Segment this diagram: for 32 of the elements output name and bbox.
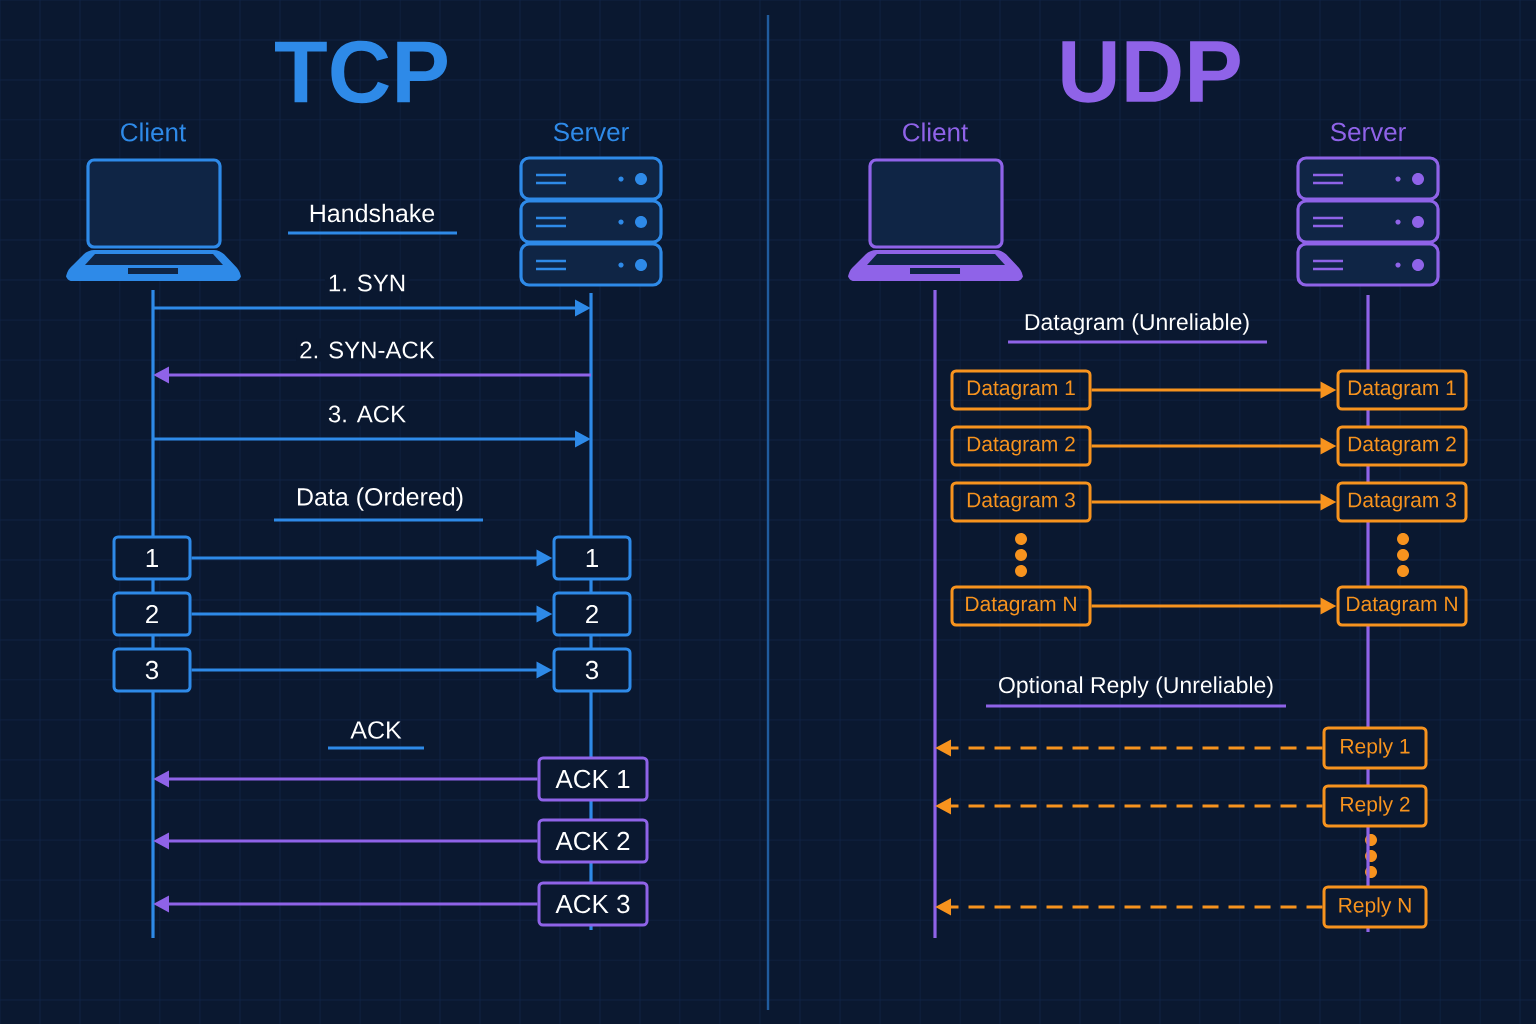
message-box: 3	[112, 647, 192, 693]
message-box: 2	[112, 591, 192, 637]
message-box: ACK 3	[537, 881, 649, 927]
edge-label: 2. SYN-ACK	[296, 338, 438, 362]
section-heading: Optional Reply (Unreliable)	[986, 676, 1286, 708]
section-heading: Data (Ordered)	[274, 487, 483, 522]
message-box: ACK 1	[537, 756, 649, 802]
title: UDP	[1062, 41, 1240, 103]
message-box: 3	[552, 647, 632, 693]
column-heading: Server	[1330, 122, 1406, 142]
message-box: Datagram 2	[1336, 425, 1468, 467]
message-box: 1	[112, 535, 192, 581]
column-heading: Client	[121, 122, 186, 142]
message-box: Reply 2	[1322, 784, 1428, 828]
section-heading: ACK	[328, 721, 424, 750]
message-box: Datagram 1	[1336, 369, 1468, 411]
message-box: Datagram 1	[950, 369, 1092, 411]
message-box: ACK 2	[537, 818, 649, 864]
message-box: Datagram 2	[950, 425, 1092, 467]
message-box: Reply 1	[1322, 726, 1428, 770]
message-box: Datagram 3	[1336, 481, 1468, 523]
message-box: Datagram N	[1336, 585, 1468, 627]
title: TCP	[275, 40, 447, 104]
section-heading: Handshake	[288, 203, 457, 235]
message-box: 1	[552, 535, 632, 581]
column-heading: Server	[553, 122, 629, 142]
column-heading: Client	[903, 122, 969, 142]
message-box: Datagram 3	[950, 481, 1092, 523]
message-box: Datagram N	[950, 585, 1092, 627]
message-box: 2	[552, 591, 632, 637]
section-heading: Datagram (Unreliable)	[1008, 313, 1267, 344]
message-box: Reply N	[1322, 885, 1428, 929]
